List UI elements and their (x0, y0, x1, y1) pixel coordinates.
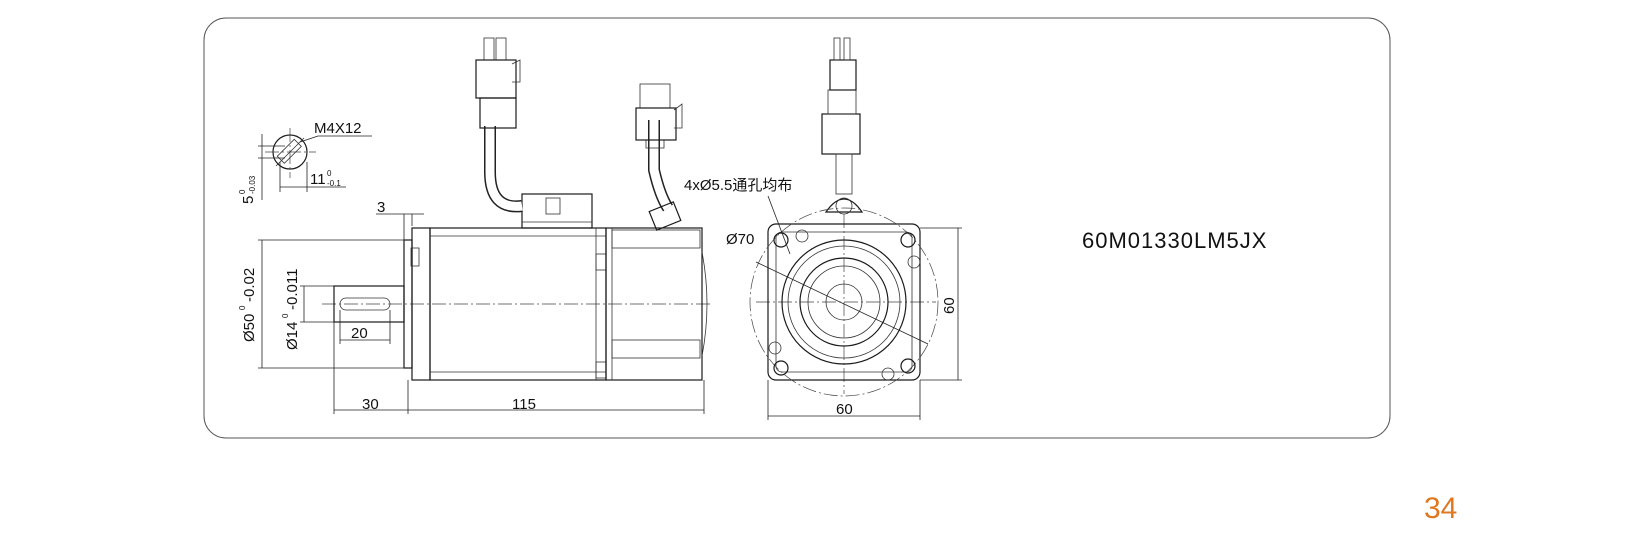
motor-side-view (258, 37, 712, 414)
shaft-tol-upper: 0 (281, 313, 290, 318)
shaft-tol-lower: -0.011 (284, 269, 301, 310)
body-length-label: 115 (512, 396, 536, 413)
keyway-thread-label: M4X12 (314, 120, 362, 137)
pilot-tol-lower: -0.02 (241, 268, 258, 302)
key-width-label: 5 (240, 196, 257, 204)
page-number: 34 (1424, 492, 1458, 525)
shaft-length-label: 30 (362, 396, 379, 413)
model-code: 60M01330LM5JX (1082, 228, 1267, 253)
pilot-diameter-label: Ø50 (241, 314, 258, 342)
motor-front-view (749, 37, 962, 420)
flange-step-label: 3 (377, 199, 385, 216)
key-width-tol-upper: 0 (238, 189, 247, 194)
key-width-tol-lower: -0.03 (248, 175, 257, 194)
flange-width-label: 60 (836, 401, 853, 418)
key-height-tol-lower: -0.1 (327, 179, 341, 188)
key-height-label: 11 (310, 171, 326, 188)
key-height-tol-upper: 0 (327, 169, 332, 178)
keyway-section-detail (258, 128, 372, 200)
key-length-label: 20 (351, 325, 368, 342)
mount-hole-note: 4xØ5.5通孔均布 (684, 177, 792, 194)
drawing-frame (203, 17, 1391, 439)
flange-height-label: 60 (941, 297, 958, 314)
pilot-tol-upper: 0 (238, 305, 247, 310)
bolt-circle-label: Ø70 (726, 231, 754, 248)
shaft-diameter-label: Ø14 (284, 322, 301, 350)
